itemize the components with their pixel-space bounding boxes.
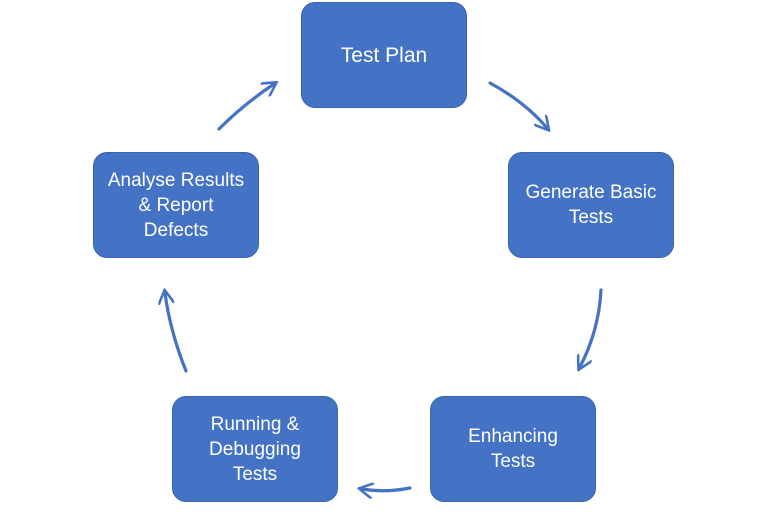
arrow-plan-to-generate	[488, 81, 547, 128]
node-generate-basic-tests: Generate Basic Tests	[508, 152, 674, 258]
node-enhancing-tests: Enhancing Tests	[430, 396, 596, 502]
arrow-generate-to-enhancing	[580, 288, 603, 367]
node-test-plan: Test Plan	[301, 2, 467, 108]
node-running-debugging-tests: Running & Debugging Tests	[172, 396, 338, 502]
node-analyse-results-report-defects: Analyse Results & Report Defects	[93, 152, 259, 258]
arrow-enhancing-to-running	[362, 488, 412, 491]
arrow-running-to-analyse	[165, 293, 188, 373]
arrow-analyse-to-plan	[217, 84, 274, 131]
